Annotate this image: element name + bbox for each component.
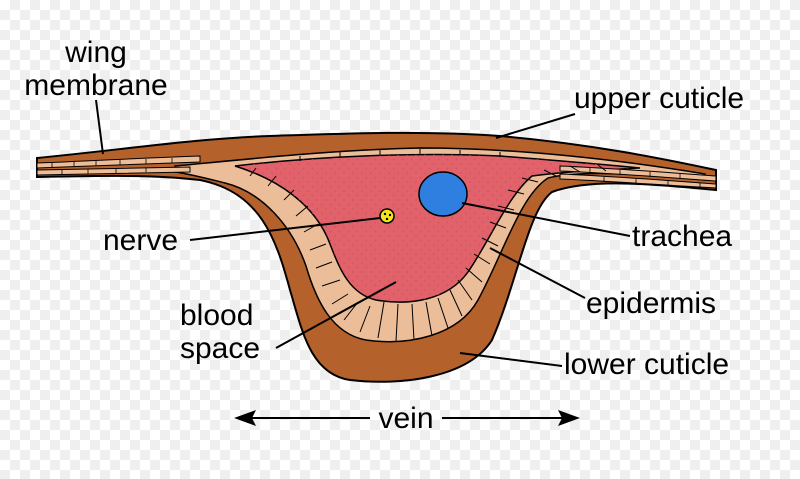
label-nerve: nerve (103, 224, 178, 257)
leader-upper-cuticle (495, 113, 576, 139)
leader-trachea (461, 202, 631, 237)
label-vein: vein (378, 402, 433, 435)
wing-membrane-strips (36, 155, 717, 189)
leader-lines (95, 99, 631, 367)
label-space-line2: space (180, 332, 260, 365)
leader-wing-membrane (95, 99, 104, 155)
leader-epidermis (489, 247, 586, 299)
nerve-shape (379, 208, 395, 224)
blood-space-texture (235, 154, 640, 303)
vein-span-arrow (234, 410, 580, 426)
leader-nerve (189, 217, 381, 241)
label-epidermis: epidermis (586, 287, 716, 320)
label-blood-line1: blood (180, 299, 253, 332)
label-trachea: trachea (632, 220, 732, 253)
leader-blood-space (275, 281, 397, 349)
epidermis-cells (249, 149, 607, 342)
trachea-shape (418, 171, 468, 217)
leader-lower-cuticle (459, 352, 563, 367)
label-lower-cuticle: lower cuticle (564, 348, 729, 381)
label-upper-cuticle: upper cuticle (574, 82, 744, 115)
label-membrane-line2: membrane (24, 69, 167, 102)
label-wing-line1: wing (64, 36, 127, 69)
wing-membrane-ticks (51, 158, 701, 187)
